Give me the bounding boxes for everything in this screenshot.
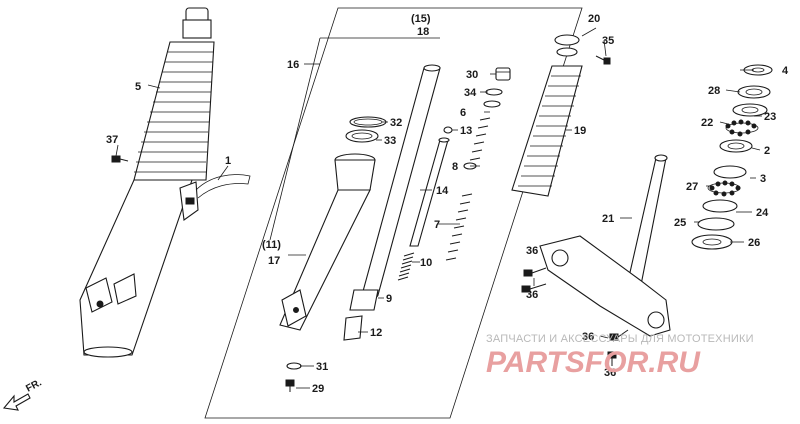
callout-36-b: 36 [526, 289, 538, 301]
callout-2: 2 [764, 145, 770, 157]
left-fork-assembly [79, 7, 251, 358]
bolt-36-d [607, 351, 617, 366]
front-direction-arrow-icon [2, 393, 31, 411]
callout-26: 26 [748, 237, 760, 249]
callout-11: (11) [262, 239, 281, 251]
callout-36-d: 36 [604, 367, 616, 379]
fork-inner-tube-9 [349, 64, 441, 311]
callout-34: 34 [464, 87, 477, 99]
piston-12 [343, 315, 363, 341]
watermark-logo: PARTSFOR.RU [486, 346, 701, 379]
callout-32: 32 [390, 117, 402, 129]
callout-20: 20 [588, 13, 600, 25]
callout-5: 5 [135, 81, 141, 93]
callout-37: 37 [106, 134, 118, 146]
callout-31: 31 [316, 361, 328, 373]
callout-28: 28 [708, 85, 720, 97]
callout-29: 29 [312, 383, 324, 395]
watermark-tagline: ЗАПЧАСТИ И АКСЕССУАРЫ ДЛЯ МОТОТЕХНИКИ [486, 333, 754, 345]
dust-boot-left [133, 41, 215, 181]
callout-4: 4 [782, 65, 789, 77]
bolt-36-a [523, 267, 547, 277]
ball-race-22 [725, 119, 757, 137]
callout-30: 30 [466, 69, 478, 81]
seal-ring-32 [349, 116, 387, 128]
callout-12: 12 [370, 327, 382, 339]
callout-13: 13 [460, 125, 472, 137]
dust-boot-19 [511, 34, 583, 197]
callout-22: 22 [701, 117, 713, 129]
callout-15: (15) [411, 13, 431, 25]
steering-stem-21 [539, 154, 671, 337]
callout-17: 17 [268, 255, 280, 267]
callout-7: 7 [434, 219, 440, 231]
assembly-outline [204, 7, 583, 419]
callout-35: 35 [602, 35, 614, 47]
callout-33: 33 [384, 135, 396, 147]
screw-35 [595, 55, 611, 65]
callout-18: 18 [417, 26, 429, 38]
washer-spacer [483, 100, 501, 108]
callout-3: 3 [760, 173, 766, 185]
o-ring-34 [485, 88, 503, 96]
callout-24: 24 [756, 207, 769, 219]
callout-36-a: 36 [526, 245, 538, 257]
damper-rod-14 [409, 137, 450, 247]
callout-6: 6 [460, 107, 466, 119]
callout-14: 14 [436, 185, 449, 197]
fork-spring-7 [445, 193, 473, 261]
callout-10: 10 [420, 257, 432, 269]
bolt-36-c [609, 329, 629, 341]
front-direction-label: FR. [24, 377, 44, 394]
bearing-stack [691, 64, 773, 250]
spring-6 [469, 117, 491, 161]
oil-seal-33 [345, 129, 379, 143]
callout-21: 21 [602, 213, 614, 225]
fork-outer-tube-17 [279, 153, 376, 331]
leader-lines [115, 27, 762, 389]
ball-race-27 [709, 180, 741, 197]
bolt-36-b [521, 283, 547, 293]
washer-31 [286, 362, 302, 370]
callout-36-c: 36 [582, 331, 594, 343]
callout-27: 27 [686, 181, 698, 193]
callout-23: 23 [764, 111, 776, 123]
callout-1: 1 [225, 155, 231, 167]
callout-19: 19 [574, 125, 586, 137]
bolt-29 [285, 379, 295, 392]
rebound-spring-10 [397, 252, 415, 281]
fork-cap-bolt-30 [495, 67, 511, 81]
clip-13 [443, 126, 453, 134]
callout-25: 25 [674, 217, 686, 229]
callout-9: 9 [386, 293, 392, 305]
inner-assembly-outline-left [269, 37, 321, 241]
callout-8: 8 [452, 161, 458, 173]
callout-16: 16 [287, 59, 299, 71]
